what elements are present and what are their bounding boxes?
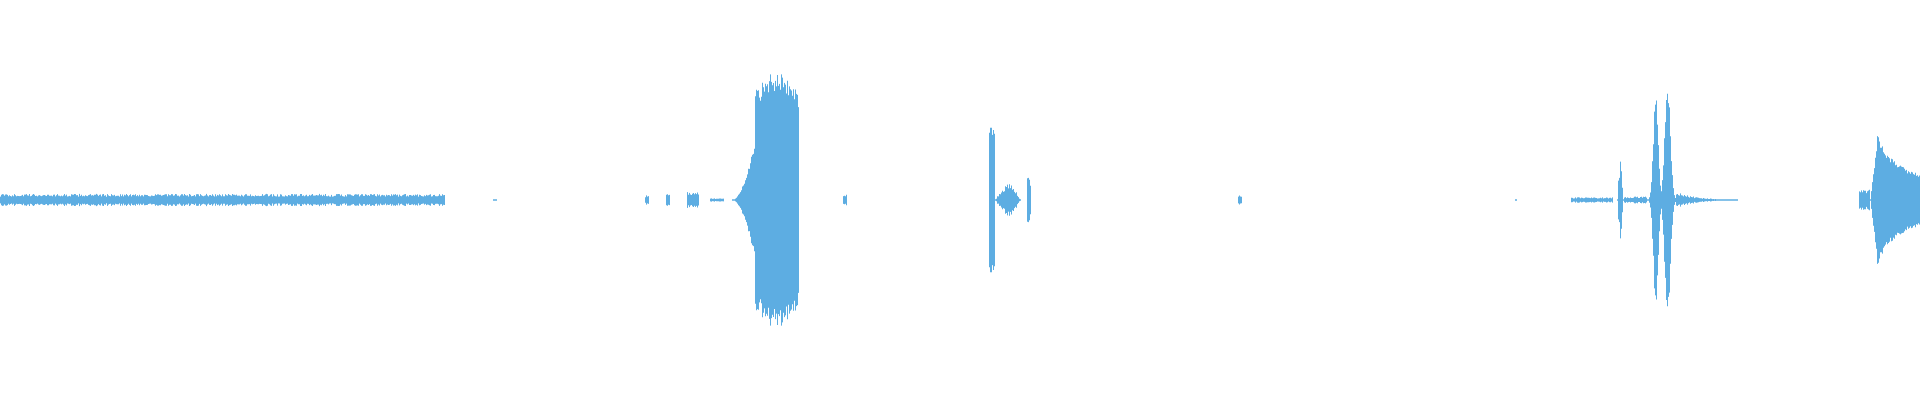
waveform-segment-final-burst bbox=[1870, 136, 1920, 264]
waveform-segment-double-burst bbox=[1647, 93, 1676, 307]
waveform-segment-mid-noise bbox=[1624, 196, 1647, 204]
waveform-segment-spike-a bbox=[989, 127, 995, 273]
waveform-segment-tail-noise bbox=[1676, 193, 1738, 207]
waveform-segment-final-burst-lead bbox=[1859, 189, 1870, 211]
waveform-segment-big-burst bbox=[755, 74, 799, 326]
waveform-segment-tick-2 bbox=[645, 195, 649, 205]
waveform-segment-swell-rise bbox=[732, 148, 755, 252]
waveform-channel bbox=[0, 74, 1920, 326]
waveform-segment-spike-b bbox=[1027, 177, 1031, 223]
waveform-segment-small-burst bbox=[995, 184, 1021, 216]
waveform-segment-noise-floor bbox=[0, 193, 445, 207]
waveform-segment-lead-noise bbox=[1571, 197, 1613, 203]
waveform-segment-tick-3 bbox=[666, 194, 670, 206]
waveform-segment-tick-4 bbox=[687, 192, 699, 208]
waveform-segment-tick-1 bbox=[493, 199, 497, 201]
waveform-segment-tick-8 bbox=[1515, 199, 1517, 201]
waveform-segment-tick-6 bbox=[843, 194, 847, 206]
waveform-segment-tick-7 bbox=[1238, 195, 1242, 205]
waveform-segment-spike-c bbox=[1617, 161, 1624, 239]
waveform-segment-tick-5 bbox=[710, 198, 724, 202]
